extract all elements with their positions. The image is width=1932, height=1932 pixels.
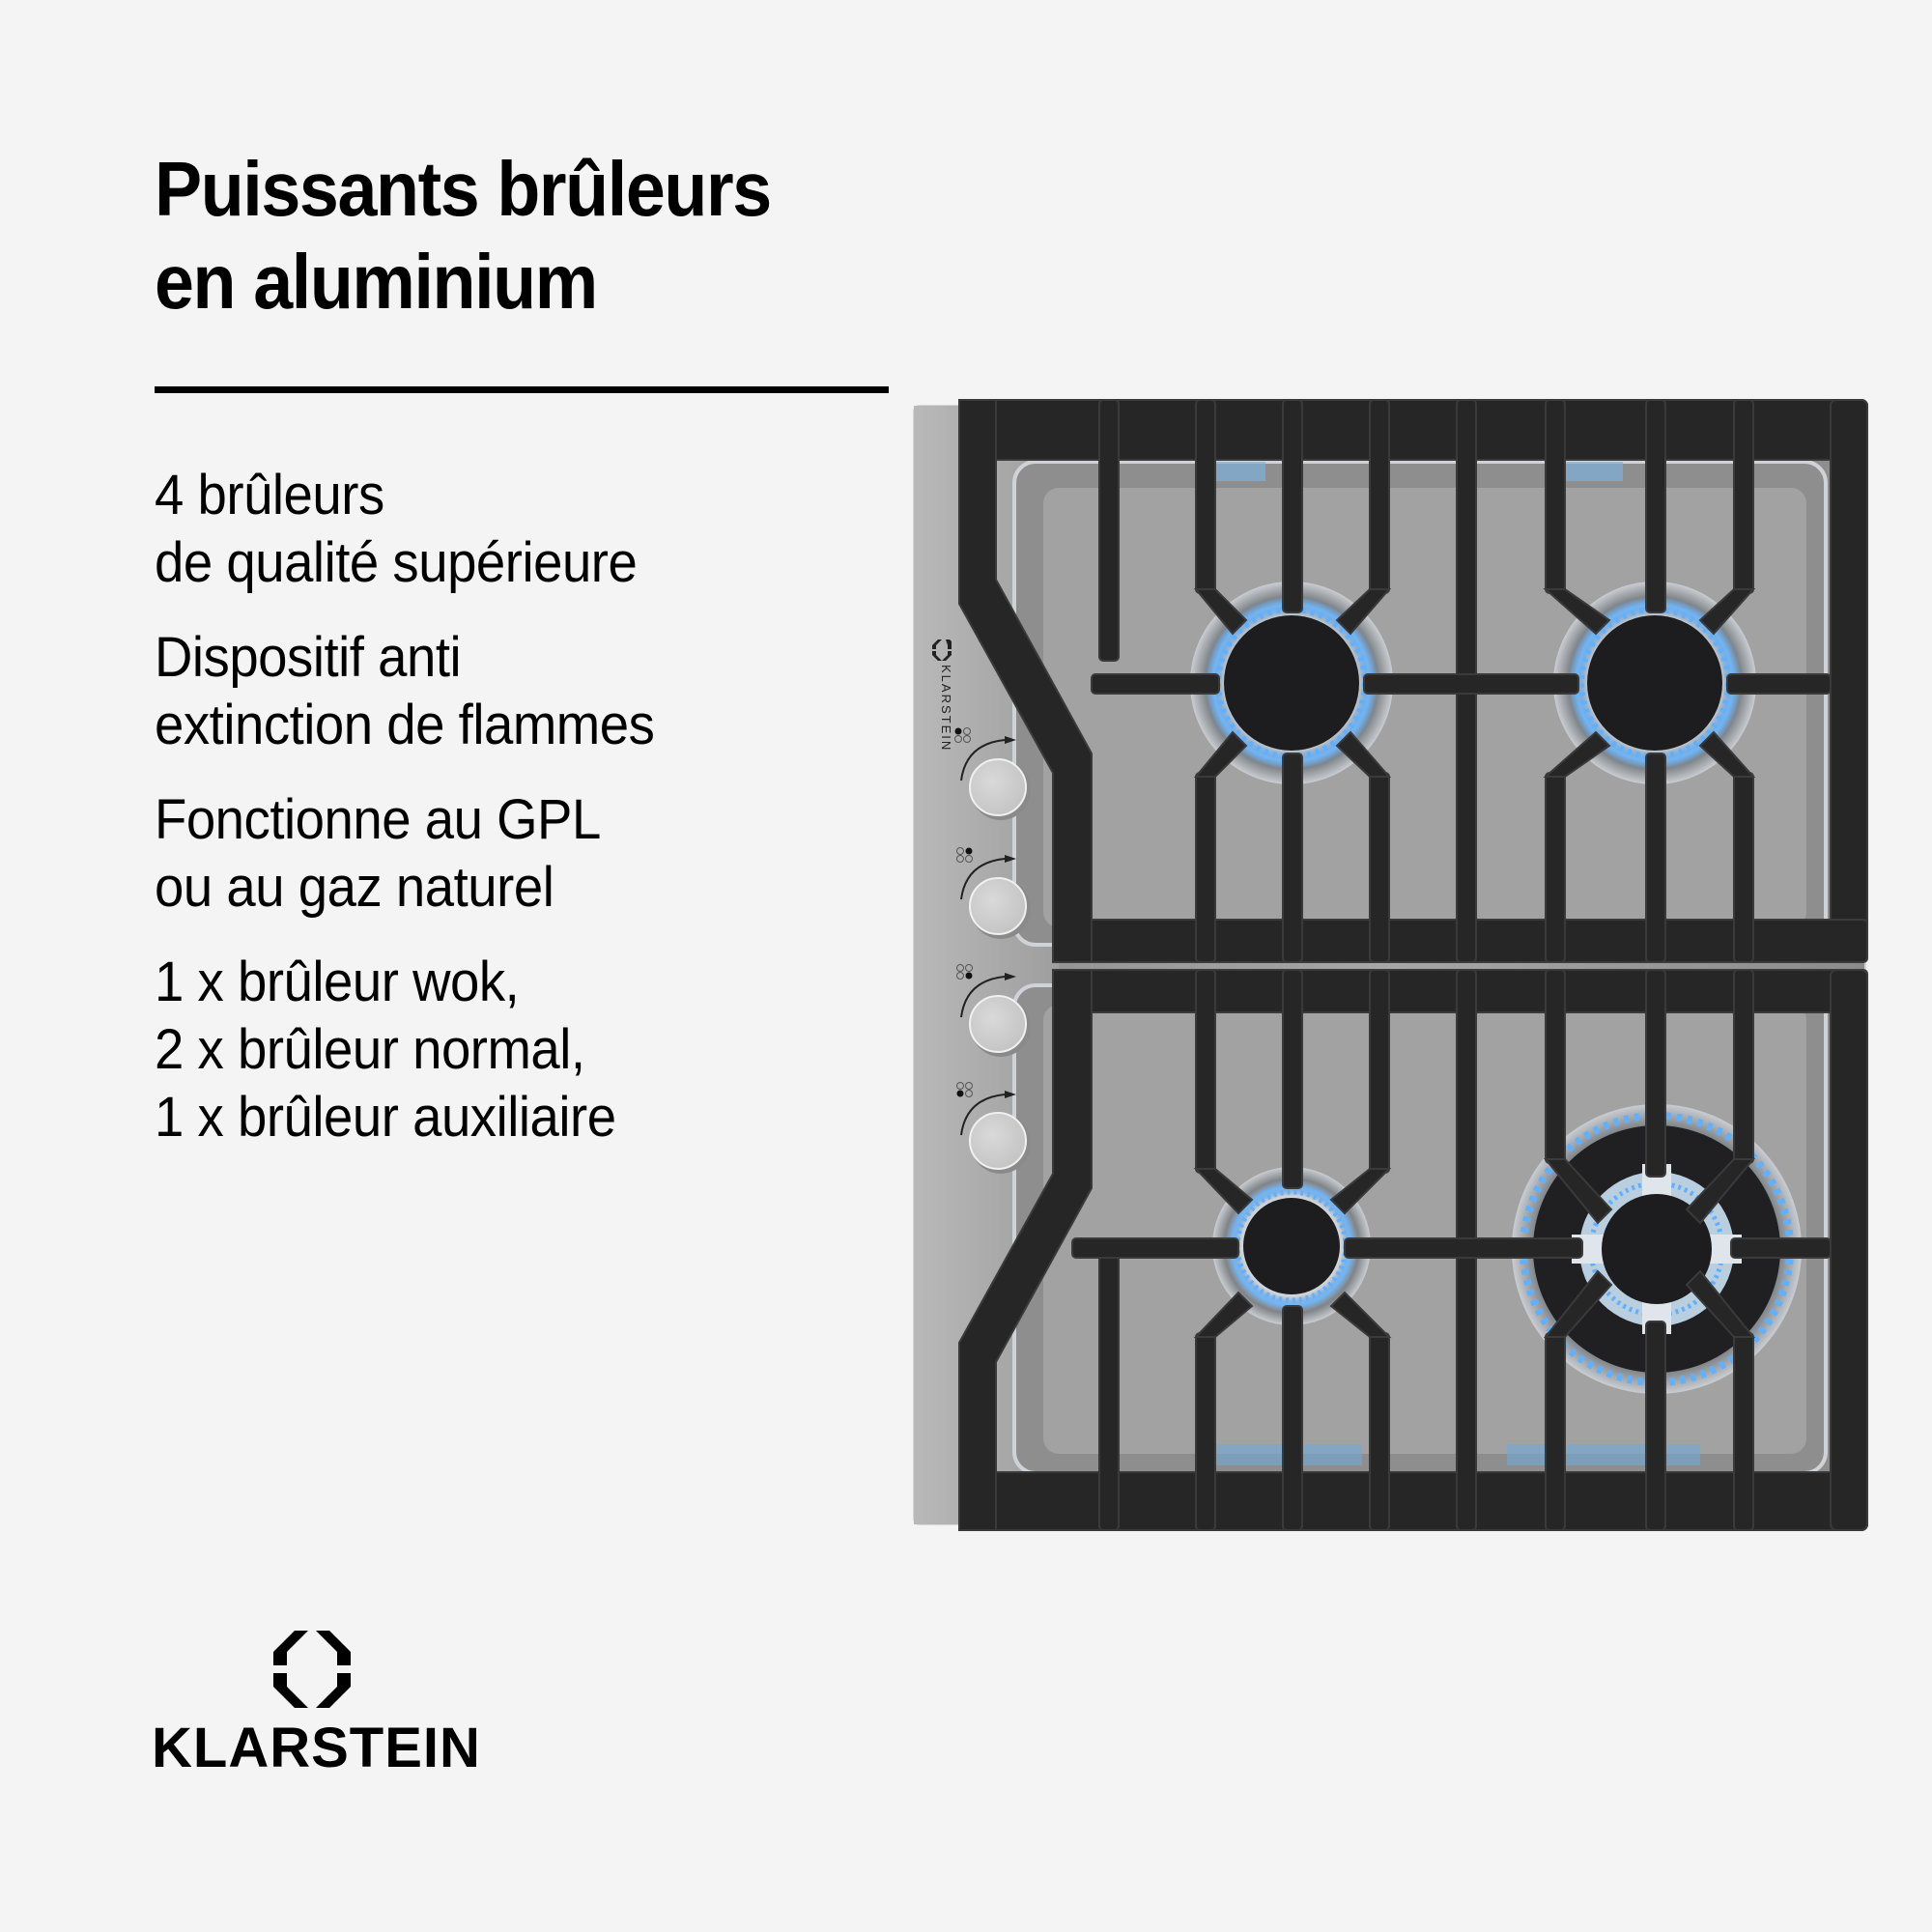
burner-indicator-icon	[956, 964, 973, 980]
burner-bottom-right-wok	[1512, 1104, 1802, 1394]
feature-burner-types: 1 x brûleur wok, 2 x brûleur normal, 1 x…	[155, 949, 908, 1151]
headline: Puissants brûleurs en aluminium	[155, 143, 848, 328]
feature-gas-type: Fonctionne au GPL ou au gaz naturel	[155, 786, 908, 922]
headline-line-2: en aluminium	[155, 239, 598, 325]
feature-text: de qualité supérieure	[155, 531, 638, 594]
panel-logo-icon	[932, 639, 952, 661]
feature-text: ou au gaz naturel	[155, 856, 554, 919]
divider-rule	[155, 386, 889, 393]
feature-list: 4 brûleurs de qualité supérieure Disposi…	[155, 462, 908, 1179]
panel-brand-text: KLARSTEIN	[939, 665, 953, 752]
klarstein-logo-icon	[273, 1631, 351, 1708]
grate-top	[958, 399, 1868, 963]
feature-text: 4 brûleurs	[155, 464, 384, 526]
control-knob-3[interactable]	[956, 964, 1060, 1058]
control-knob-1[interactable]	[954, 727, 1060, 821]
feature-text: 2 x brûleur normal,	[155, 1018, 585, 1081]
burner-indicator-icon	[956, 1082, 973, 1097]
burner-top-left	[1190, 582, 1393, 784]
control-strip	[914, 406, 1059, 1524]
brand-name: KLARSTEIN	[152, 1717, 481, 1779]
feature-text: 1 x brûleur wok,	[155, 951, 520, 1013]
burner-indicator-icon	[956, 847, 973, 863]
cooktop-steel-panel	[913, 405, 1866, 1525]
headline-line-1: Puissants brûleurs	[155, 146, 772, 232]
feature-flame-failure: Dispositif anti extinction de flammes	[155, 624, 908, 759]
feature-text: 1 x brûleur auxiliaire	[155, 1086, 616, 1149]
feature-text: Dispositif anti	[155, 626, 462, 689]
burner-indicator-icon	[954, 727, 971, 743]
control-knob-4[interactable]	[956, 1082, 1060, 1175]
brand-logo: KLARSTEIN	[152, 1631, 485, 1785]
panel-brand-label: KLARSTEIN	[939, 665, 953, 752]
burner-top-right	[1553, 582, 1756, 784]
feature-text: extinction de flammes	[155, 694, 655, 756]
feature-text: Fonctionne au GPL	[155, 788, 601, 851]
control-knob-2[interactable]	[956, 847, 1060, 940]
feature-burners: 4 brûleurs de qualité supérieure	[155, 462, 908, 597]
burner-bottom-left	[1212, 1167, 1371, 1325]
grate-bottom	[958, 969, 1868, 1531]
